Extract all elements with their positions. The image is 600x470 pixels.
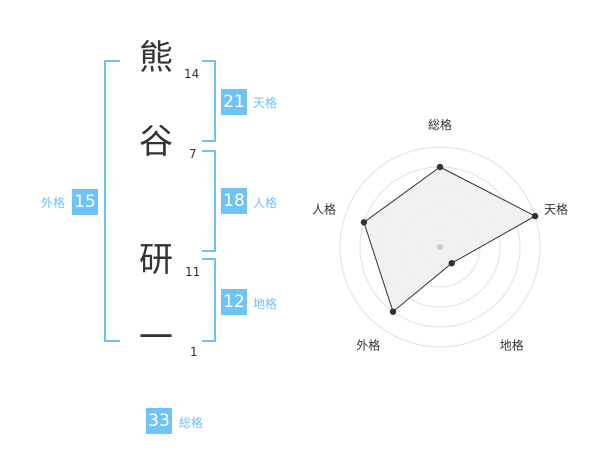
- tenkaku-label: 天格: [253, 96, 278, 110]
- chikaku-bracket: [202, 258, 216, 342]
- jinkaku-bracket: [202, 150, 216, 252]
- stroke-count-3: 11: [185, 265, 201, 279]
- tenkaku-value: 21: [221, 89, 247, 115]
- radar-point-0: [436, 163, 444, 171]
- radar-point-1: [531, 212, 539, 220]
- gaikaku-value: 15: [72, 189, 98, 215]
- stroke-count-4: 1: [190, 345, 198, 359]
- radar-axis-label: 天格: [544, 201, 568, 216]
- radar-axis-label: 外格: [356, 338, 380, 353]
- radar-grid-ring: [339, 146, 541, 348]
- stroke-count-1: 14: [184, 67, 200, 81]
- radar-center: [437, 244, 443, 250]
- soukaku-label: 総格: [179, 416, 204, 430]
- tenkaku-bracket: [202, 60, 216, 142]
- radar-point-3: [389, 308, 397, 315]
- gaikaku-label: 外格: [41, 196, 66, 210]
- name-char-2: 谷: [139, 122, 173, 162]
- radar-axis-label: 人格: [312, 201, 336, 216]
- stroke-count-2: 7: [189, 147, 197, 161]
- name-char-1: 熊: [139, 38, 173, 78]
- radar-axis-label: 地格: [500, 338, 524, 353]
- name-char-4: 一: [139, 318, 173, 358]
- jinkaku-label: 人格: [253, 196, 278, 210]
- chikaku-value: 12: [221, 289, 247, 315]
- chikaku-label: 地格: [253, 297, 278, 311]
- jinkaku-value: 18: [221, 188, 247, 214]
- radar-polygon: [363, 166, 537, 313]
- radar-axis-label: 総格: [428, 117, 452, 132]
- gaikaku-bracket: [104, 60, 120, 342]
- radar-point-2: [448, 259, 455, 267]
- radar-shape: [360, 163, 539, 315]
- radar-point-4: [360, 219, 368, 226]
- soukaku-value: 33: [146, 408, 172, 434]
- name-char-3: 研: [139, 240, 173, 280]
